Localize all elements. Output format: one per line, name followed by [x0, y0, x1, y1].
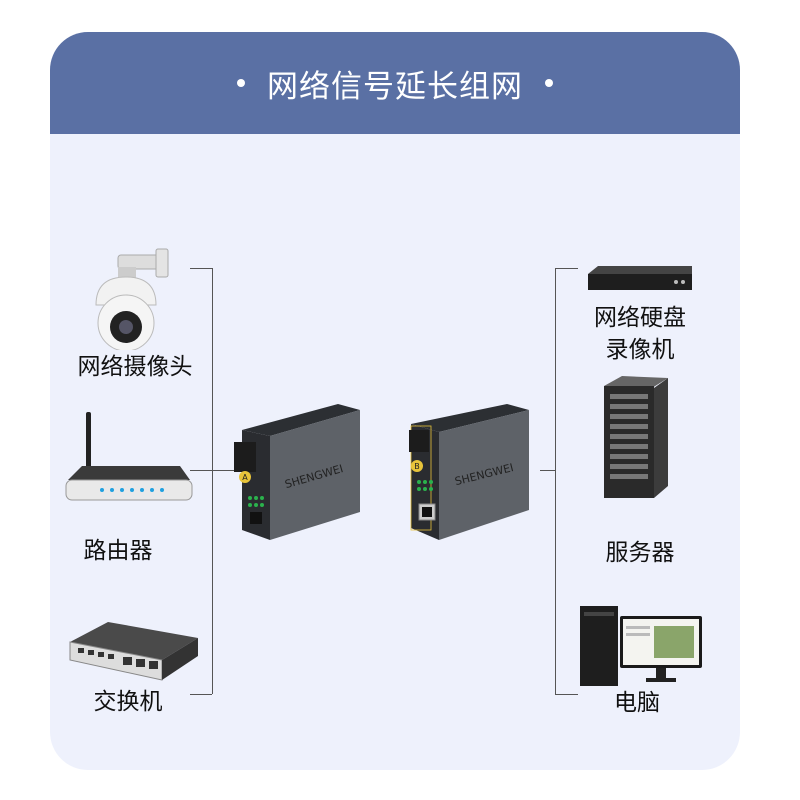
- header-banner: 网络信号延长组网: [50, 32, 740, 134]
- right-bracket-connector: [540, 470, 555, 471]
- right-bracket-vertical: [555, 268, 556, 694]
- left-bracket-vertical: [212, 268, 213, 694]
- left-bracket-tick: [190, 694, 212, 695]
- left-bracket-tick: [190, 268, 212, 269]
- page-title: 网络信号延长组网: [267, 68, 523, 105]
- right-bracket-tick: [555, 268, 578, 269]
- device-label: 电脑: [614, 690, 660, 716]
- bullet-dot: [545, 79, 553, 87]
- badge-b-text: B: [414, 462, 420, 471]
- device-label: 服务器: [605, 540, 675, 566]
- nvr-icon: [588, 266, 692, 290]
- left-bracket-connector: [212, 470, 234, 471]
- computer-icon: [580, 606, 702, 686]
- media-converter-a: A SHENGWEI: [234, 404, 360, 540]
- router-icon: [65, 412, 193, 501]
- badge-a-text: A: [242, 473, 248, 482]
- left-bracket-tick: [190, 470, 212, 471]
- device-label: 网络摄像头: [77, 354, 193, 380]
- switch-icon: [69, 622, 198, 681]
- device-label: 路由器: [83, 538, 153, 564]
- device-label: 交换机: [93, 689, 163, 715]
- bullet-dot: [237, 79, 245, 87]
- device-label: 录像机: [605, 337, 675, 363]
- device-label: 网络硬盘: [594, 305, 686, 331]
- server-icon: [604, 376, 668, 498]
- ip-camera-icon: [95, 248, 169, 350]
- right-bracket-tick: [555, 694, 578, 695]
- media-converter-b: B SHENGWEI: [409, 404, 529, 540]
